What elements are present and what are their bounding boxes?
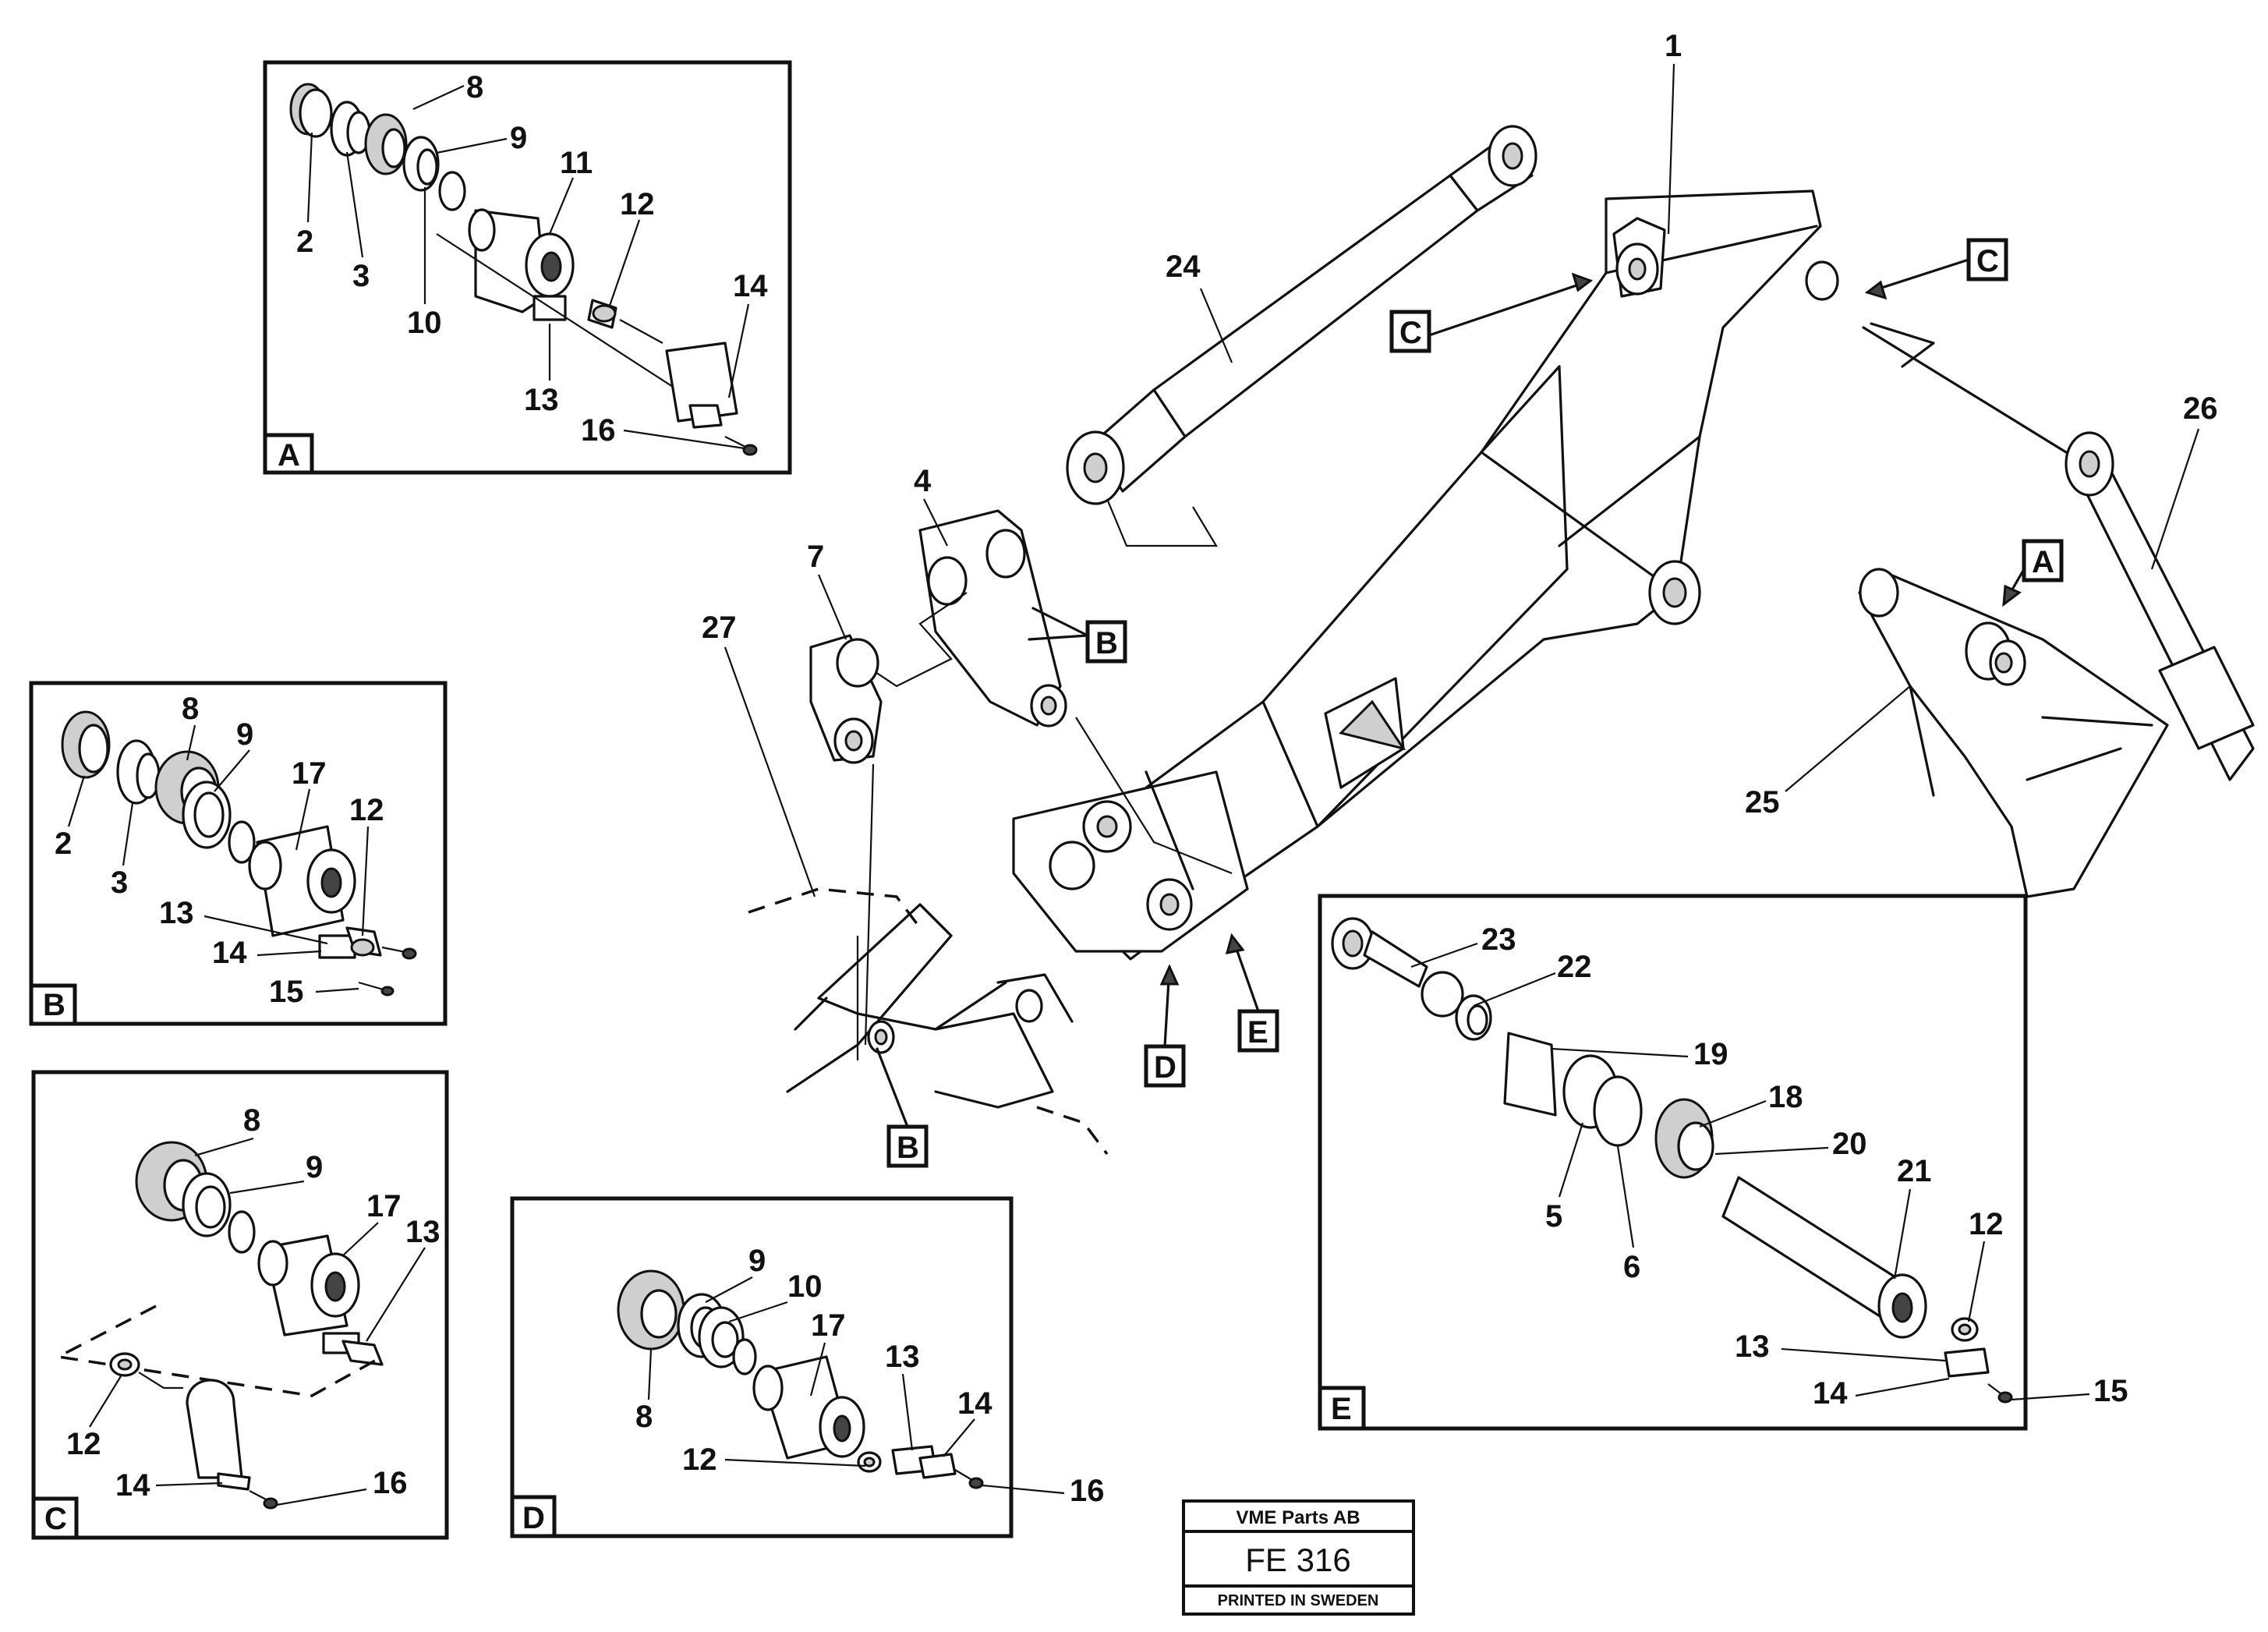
callout-label: 7: [807, 540, 824, 574]
boom-cylinder: [1066, 125, 1537, 547]
pin-assembly-c: [54, 1141, 384, 1510]
callout-label: 9: [748, 1244, 766, 1278]
ref-tag-c-right: C: [1976, 244, 1999, 278]
callout-group-a: 8 9 11 2 3 10 12 14 13 16: [296, 70, 768, 450]
reference-tags: C C B A B D E: [876, 238, 2064, 1168]
callout-label: 13: [524, 383, 559, 417]
callout-label: 12: [620, 187, 655, 221]
pin-assembly-d: [617, 1269, 984, 1489]
callout-label: 8: [182, 692, 199, 726]
pin-assembly-e: [1331, 917, 2013, 1404]
detail-box-d: D 9 10 17 13: [510, 1196, 1105, 1538]
callout-label: 19: [1693, 1037, 1728, 1071]
callout-label: 10: [407, 306, 442, 340]
ref-tag-b-upper: B: [1095, 626, 1118, 660]
main-assembly-view: 1 24 26 4 7 27 25 C C B: [702, 29, 2255, 1168]
callout-label: 17: [292, 756, 327, 791]
callout-label: 11: [560, 146, 593, 180]
detail-tag-c: C: [44, 1502, 67, 1536]
detail-box-c: C 8 9 17: [31, 1070, 449, 1540]
callout-label: 10: [787, 1269, 823, 1304]
callout-label: 9: [306, 1150, 323, 1184]
title-block-code: FE 316: [1245, 1542, 1350, 1578]
callout-label: 27: [702, 611, 737, 645]
ref-tag-b-lower: B: [897, 1131, 919, 1165]
detail-box-b: B 8 9 17: [29, 681, 448, 1026]
callout-label: 18: [1768, 1080, 1803, 1114]
callout-label: 1: [1665, 29, 1682, 63]
callout-label: 16: [1070, 1474, 1105, 1508]
callout-group-c: 8 9 17 13 12 14 16: [66, 1103, 441, 1506]
title-block: VME Parts AB FE 316 PRINTED IN SWEDEN: [1182, 1499, 1415, 1616]
callout-label: 22: [1557, 950, 1592, 984]
detail-tag-b: B: [43, 988, 65, 1022]
callout-label: 17: [366, 1189, 402, 1223]
detail-box-a: A 8: [263, 60, 792, 475]
pin-assembly-b: [61, 710, 417, 997]
callout-label: 13: [1735, 1329, 1770, 1364]
callout-label: 13: [159, 896, 194, 930]
callout-label: 26: [2183, 391, 2218, 426]
ref-tag-d: D: [1154, 1050, 1176, 1085]
callout-group-e: 23 22 19 18 20 21 5 6 12 13 14 15: [1410, 922, 2128, 1411]
callout-label: 20: [1832, 1127, 1867, 1161]
callout-label: 23: [1481, 922, 1516, 957]
callout-label: 3: [111, 866, 128, 900]
callout-label: 12: [66, 1427, 101, 1461]
callout-label: 14: [957, 1386, 992, 1421]
callout-label: 15: [2093, 1374, 2128, 1408]
callout-label: 25: [1745, 785, 1780, 820]
callout-label: 4: [914, 464, 932, 498]
detail-box-e: E 23 22 19: [1318, 894, 2128, 1431]
callout-label: 12: [682, 1443, 717, 1477]
bucket: [748, 887, 1109, 1156]
arm-25: [1858, 568, 2169, 898]
callout-group-b: 8 9 17 2 3 12 13 14 15: [55, 692, 384, 1009]
callout-label: 12: [349, 793, 384, 827]
callout-label: 5: [1545, 1199, 1562, 1234]
callout-label: 8: [466, 70, 483, 104]
detail-tag-a: A: [278, 438, 300, 473]
callout-label: 13: [885, 1340, 920, 1374]
boom: [1012, 189, 1839, 961]
callout-label: 15: [269, 975, 304, 1009]
callout-group-d: 9 10 17 13 14 8 12 16: [635, 1244, 1105, 1508]
ref-tag-a: A: [2032, 545, 2054, 579]
arm-cylinder: [1862, 322, 2255, 781]
callout-label: 9: [510, 121, 527, 155]
callout-label: 8: [243, 1103, 260, 1138]
callout-label: 9: [236, 717, 253, 752]
callout-label: 8: [635, 1400, 653, 1434]
main-callouts: 1 24 26 4 7 27 25: [702, 29, 2218, 897]
callout-label: 21: [1897, 1154, 1932, 1188]
callout-label: 14: [733, 269, 768, 303]
link-7: [809, 634, 883, 764]
detail-tag-d: D: [522, 1501, 545, 1535]
title-block-company: VME Parts AB: [1236, 1507, 1360, 1528]
callout-label: 2: [55, 827, 72, 861]
callout-label: 17: [811, 1308, 846, 1343]
callout-label: 3: [352, 259, 370, 293]
callout-label: 24: [1166, 250, 1201, 284]
ref-tag-e: E: [1247, 1015, 1268, 1050]
link-4: [872, 509, 1067, 727]
callout-label: 13: [405, 1215, 441, 1249]
title-block-printed: PRINTED IN SWEDEN: [1218, 1592, 1379, 1609]
callout-label: 6: [1623, 1250, 1640, 1284]
callout-label: 14: [1813, 1376, 1848, 1411]
callout-label: 14: [212, 936, 247, 970]
callout-label: 12: [1969, 1207, 2004, 1241]
callout-label: 16: [373, 1466, 408, 1500]
callout-label: 14: [115, 1468, 150, 1503]
detail-tag-e: E: [1331, 1392, 1352, 1426]
ref-tag-c-left: C: [1399, 316, 1422, 350]
callout-label: 16: [581, 413, 616, 448]
callout-label: 2: [296, 225, 313, 259]
